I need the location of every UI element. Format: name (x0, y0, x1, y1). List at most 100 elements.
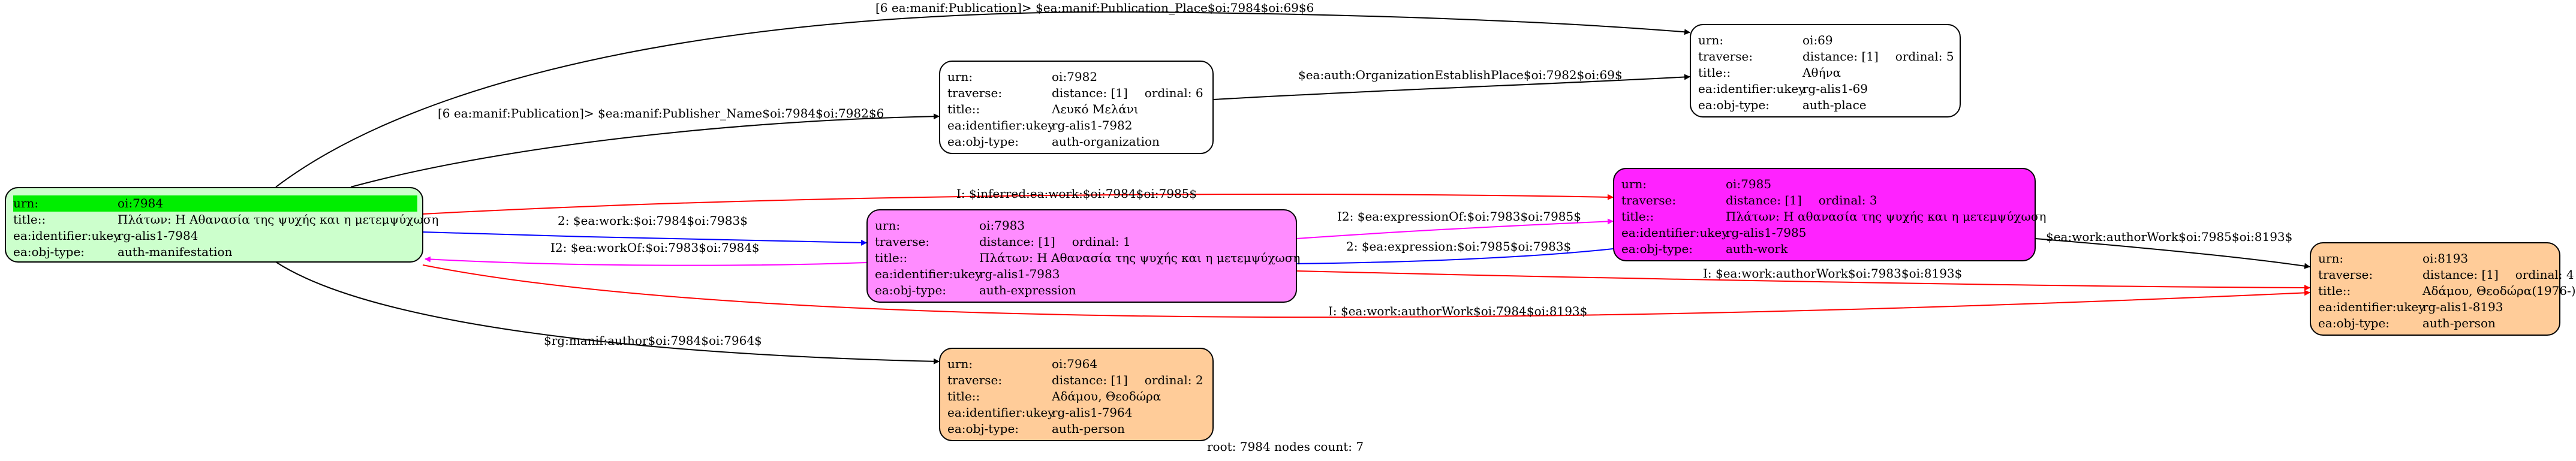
node-title-row: title::Πλάτων: Η αθανασία της ψυχής και … (1621, 209, 2046, 225)
ukey-label: ea:identifier:ukey (1621, 225, 1729, 240)
title-value: Λευκό Μελάνι (1052, 102, 1139, 116)
title-label: title:: (2318, 284, 2351, 298)
node-69[interactable]: urn:oi:69 traverse:distance: [1]ordinal:… (1690, 24, 1961, 117)
ukey-value: rg-alis1-7982 (1052, 118, 1133, 132)
label-org-place: $ea:auth:OrganizationEstablishPlace$oi:7… (1298, 68, 1623, 82)
ordinal-value: ordinal: 4 (2515, 267, 2574, 282)
edge-work-of (425, 256, 867, 266)
node-title-row: title::Λευκό Μελάνι (947, 101, 1208, 117)
objtype-value: auth-person (2422, 316, 2496, 330)
traverse-value: distance: [1] (1052, 86, 1128, 100)
node-title-row: title::Αθήνα (1698, 65, 1955, 81)
title-value: Αδάμου, Θεοδώρα(1976-) (2422, 284, 2576, 298)
objtype-value: auth-place (1802, 98, 1867, 112)
node-urn-row: urn:oi:7984 (13, 195, 417, 212)
edge-author-work-7985 (2035, 238, 2310, 269)
objtype-label: ea:obj-type: (947, 134, 1019, 149)
traverse-value: distance: [1] (979, 234, 1055, 249)
node-urn-row: urn: oi:7985 (1621, 176, 2030, 192)
objtype-label: ea:obj-type: (1621, 242, 1693, 256)
ordinal-value: ordinal: 5 (1895, 49, 1954, 64)
ukey-label: ea:identifier:ukey (947, 405, 1055, 420)
node-7984[interactable]: urn:oi:7984 title::Πλάτων: Η Αθανασία τη… (5, 187, 438, 263)
objtype-label: ea:obj-type: (947, 421, 1019, 436)
node-objtype-row: ea:obj-type: auth-manifestation (13, 244, 417, 260)
objtype-value: auth-work (1726, 242, 1788, 256)
ordinal-value: ordinal: 3 (1818, 193, 1877, 207)
title-value: Αθήνα (1802, 65, 1841, 80)
label-author-work-7985: $ea:work:authorWork$oi:7985$oi:8193$ (2046, 230, 2292, 244)
label-pub-place: [6 ea:manif:Publication]> $ea:manif:Publ… (875, 1, 1314, 15)
traverse-label: traverse: (2318, 267, 2373, 282)
objtype-label: ea:obj-type: (2318, 316, 2390, 330)
urn-label: urn: (13, 196, 39, 210)
edge-inferred-work (422, 194, 1614, 215)
objtype-label: ea:obj-type: (13, 245, 85, 259)
edge-expression-of (1296, 218, 1614, 239)
ukey-value: rg-alis1-8193 (2422, 300, 2503, 314)
edge-expression (1287, 248, 1614, 267)
objtype-value: auth-person (1052, 421, 1125, 436)
node-urn-row: urn:oi:7983 (875, 218, 1291, 234)
ukey-value: rg-alis1-7983 (979, 267, 1060, 281)
label-work-of: I2: $ea:workOf:$oi:7983$oi:7984$ (550, 240, 760, 255)
edge-pub-name (350, 113, 940, 188)
objtype-value: auth-expression (979, 283, 1076, 297)
urn-value: oi:7985 (1726, 177, 1772, 191)
title-label: title:: (947, 389, 980, 403)
urn-label: urn: (1621, 177, 1647, 191)
edge-org-place (1213, 74, 1690, 100)
urn-label: urn: (2318, 251, 2344, 266)
ordinal-value: ordinal: 1 (1072, 234, 1131, 249)
ukey-value: rg-alis1-7964 (1052, 405, 1133, 420)
node-7983[interactable]: urn:oi:7983 traverse:distance: [1]ordina… (866, 209, 1301, 303)
urn-value: oi:7964 (1052, 357, 1098, 371)
title-label: title:: (947, 102, 980, 116)
edge-pub-place (275, 11, 1690, 188)
ordinal-value: ordinal: 6 (1144, 86, 1203, 100)
objtype-label: ea:obj-type: (875, 283, 947, 297)
ukey-value: rg-alis1-69 (1802, 82, 1868, 96)
ukey-label: ea:identifier:ukey (947, 118, 1055, 132)
ukey-label: ea:identifier:ukey (13, 228, 121, 243)
node-objtype-row: ea:obj-type: auth-work (1621, 241, 2030, 257)
label-work-expr: 2: $ea:work:$oi:7984$oi:7983$ (558, 213, 748, 228)
traverse-value: distance: [1] (1802, 49, 1879, 64)
node-objtype-row: ea:obj-type: auth-expression (875, 282, 1291, 299)
ukey-value: rg-alis1-7985 (1726, 225, 1807, 240)
edge-author-work-7983 (1296, 270, 2310, 291)
traverse-label: traverse: (1621, 193, 1677, 207)
label-inferred-work: I: $inferred:ea:work:$oi:7984$oi:7985$ (956, 186, 1197, 201)
title-label: title:: (1621, 209, 1654, 224)
ukey-label: ea:identifier:ukey (1698, 82, 1805, 96)
label-author-work-7984: I: $ea:work:authorWork$oi:7984$oi:8193$ (1328, 304, 1587, 318)
title-label: title:: (875, 251, 908, 265)
traverse-label: traverse: (947, 373, 1003, 387)
traverse-value: distance: [1] (1726, 193, 1802, 207)
title-value: Πλάτων: Η Αθανασία της ψυχής και η μετεμ… (979, 251, 1301, 265)
objtype-value: auth-organization (1052, 134, 1160, 149)
node-objtype-row: ea:obj-type:auth-place (1698, 97, 1955, 113)
node-7964[interactable]: urn:oi:7964 traverse:distance: [1]ordina… (939, 348, 1214, 441)
node-7985[interactable]: urn: oi:7985 traverse: distance: [1] ordina… (1613, 168, 2046, 261)
urn-label: urn: (875, 218, 901, 233)
label-author-work-7983: I: $ea:work:authorWork$oi:7983$oi:8193$ (1703, 266, 1962, 281)
urn-label: urn: (947, 70, 973, 84)
node-8193[interactable]: urn:oi:8193 traverse:distance: [1]ordina… (2310, 242, 2576, 336)
traverse-label: traverse: (1698, 49, 1753, 64)
edge-author-work-7984 (422, 264, 2310, 318)
edge-work-expr (422, 231, 867, 246)
node-objtype-row: ea:obj-type: auth-person (947, 421, 1208, 437)
urn-value: oi:8193 (2422, 251, 2469, 266)
node-7982[interactable]: urn:oi:7982 traverse:distance: [1]ordina… (939, 61, 1214, 154)
node-traverse-row: traverse:distance: [1]ordinal: 2 (947, 372, 1208, 388)
objtype-value: auth-manifestation (118, 245, 233, 259)
